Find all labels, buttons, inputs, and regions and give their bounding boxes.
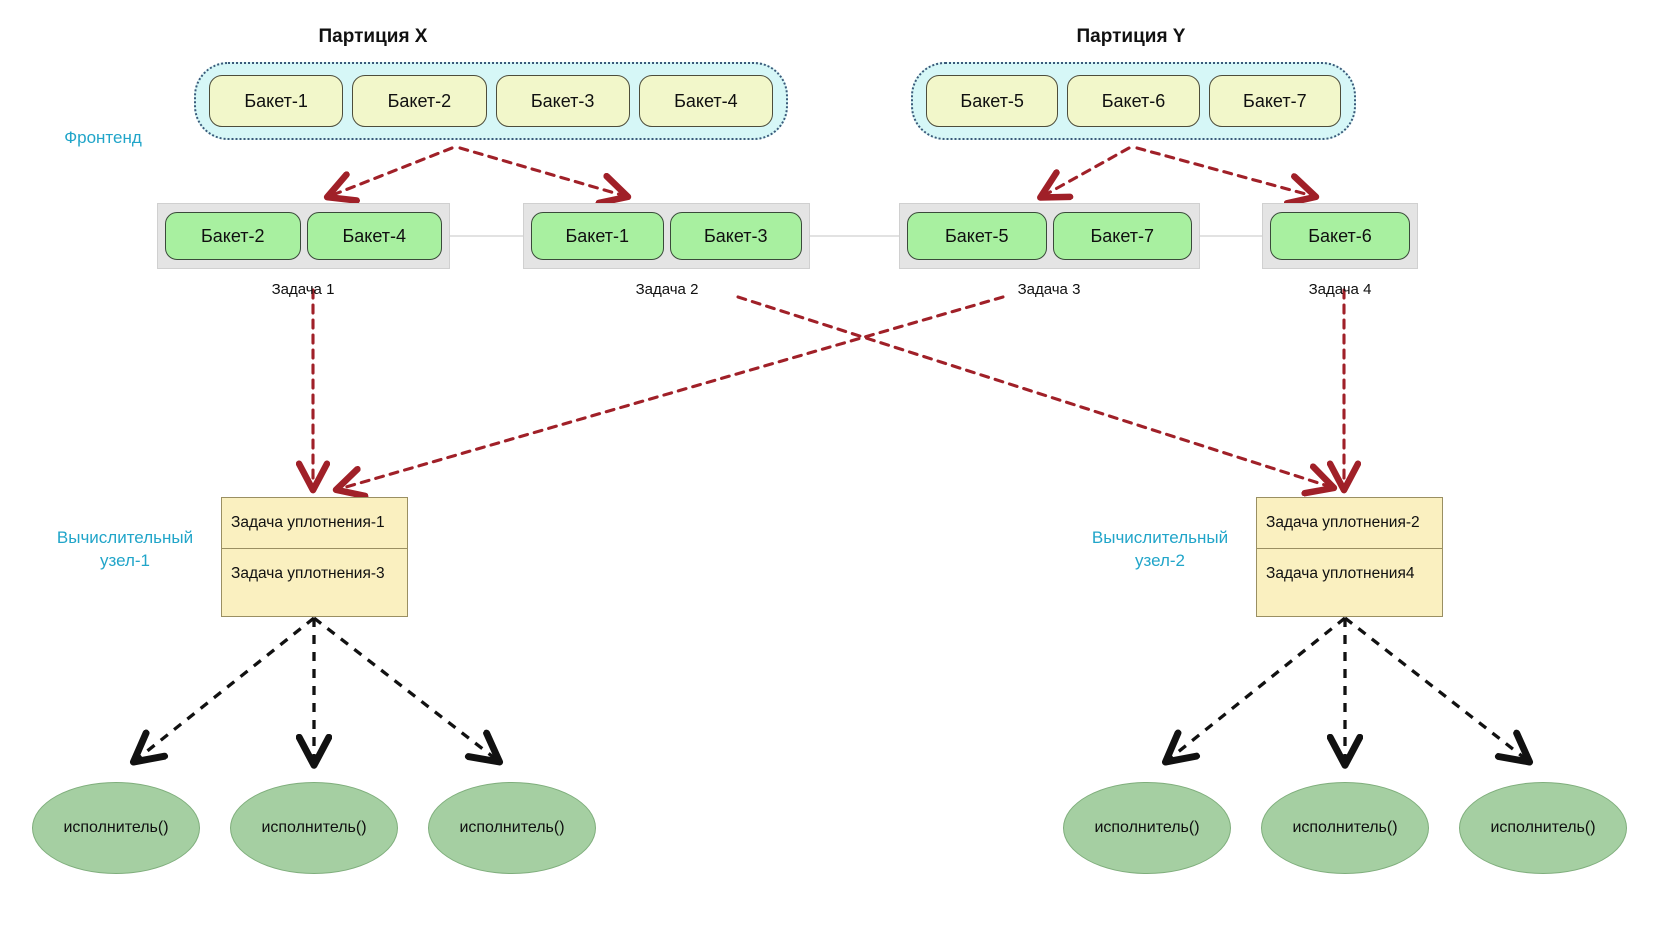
compaction-task-2[interactable]: Задача уплотнения-2 <box>1266 514 1420 531</box>
compute-node-1-label: Вычислительный узел-1 <box>56 528 194 570</box>
frontend-bucket-2[interactable]: Бакет-2 <box>352 75 487 127</box>
compaction-task-3[interactable]: Задача уплотнения-3 <box>222 548 407 598</box>
task1-bucket-2[interactable]: Бакет-4 <box>306 212 442 260</box>
frontend-bucket-7[interactable]: Бакет-7 <box>1208 75 1341 127</box>
task2-bucket-2[interactable]: Бакет-3 <box>669 212 802 260</box>
edge-node2-to-executors <box>1168 616 1527 762</box>
executor-right-1[interactable]: исполнитель() <box>1063 782 1231 874</box>
frontend-bucket-3[interactable]: Бакет-3 <box>495 75 630 127</box>
edge-task3-to-node1 <box>339 295 1005 489</box>
partition-y-title: Партиция Y <box>1076 26 1186 47</box>
task4-bucket-1[interactable]: Бакет-6 <box>1270 212 1410 260</box>
frontend-bucket-1[interactable]: Бакет-1 <box>209 75 344 127</box>
task3-bucket-1[interactable]: Бакет-5 <box>907 212 1047 260</box>
executor-left-1[interactable]: исполнитель() <box>32 782 200 874</box>
task-group-1: Бакет-2 Бакет-4 <box>157 203 450 269</box>
compute-node-2-label: Вычислительный узел-2 <box>1091 528 1229 570</box>
edge-partitionY-to-tasks <box>1043 146 1313 196</box>
compaction-task-4[interactable]: Задача уплотнения4 <box>1257 548 1442 598</box>
compute-node-2: Задача уплотнения-2 Задача уплотнения4 <box>1256 497 1443 617</box>
frontend-bucket-5[interactable]: Бакет-5 <box>926 75 1059 127</box>
edge-node1-to-executors <box>136 616 497 762</box>
task2-bucket-1[interactable]: Бакет-1 <box>531 212 664 260</box>
frontend-side-label: Фронтенд <box>64 128 142 147</box>
task-1-caption: Задача 1 <box>271 281 335 298</box>
task1-bucket-1[interactable]: Бакет-2 <box>165 212 301 260</box>
task-3-caption: Задача 3 <box>1017 281 1081 298</box>
executor-right-2[interactable]: исполнитель() <box>1261 782 1429 874</box>
task-group-2: Бакет-1 Бакет-3 <box>523 203 810 269</box>
task-2-caption: Задача 2 <box>635 281 699 298</box>
task-group-3: Бакет-5 Бакет-7 <box>899 203 1200 269</box>
frontend-bucket-4[interactable]: Бакет-4 <box>638 75 773 127</box>
executor-left-3[interactable]: исполнитель() <box>428 782 596 874</box>
executor-right-3[interactable]: исполнитель() <box>1459 782 1627 874</box>
executor-left-2[interactable]: исполнитель() <box>230 782 398 874</box>
task-4-caption: Задача 4 <box>1308 281 1372 298</box>
compute-node-1: Задача уплотнения-1 Задача уплотнения-3 <box>221 497 408 617</box>
partition-y-container: Бакет-5 Бакет-6 Бакет-7 <box>911 62 1356 140</box>
task3-bucket-2[interactable]: Бакет-7 <box>1052 212 1192 260</box>
compaction-task-1[interactable]: Задача уплотнения-1 <box>231 514 385 531</box>
task-group-4: Бакет-6 <box>1262 203 1418 269</box>
partition-x-container: Бакет-1 Бакет-2 Бакет-3 Бакет-4 <box>194 62 788 140</box>
edge-task2-to-node2 <box>736 295 1331 487</box>
partition-x-title: Партиция X <box>318 26 428 47</box>
frontend-bucket-6[interactable]: Бакет-6 <box>1067 75 1200 127</box>
edge-partitionX-to-tasks <box>330 146 625 196</box>
